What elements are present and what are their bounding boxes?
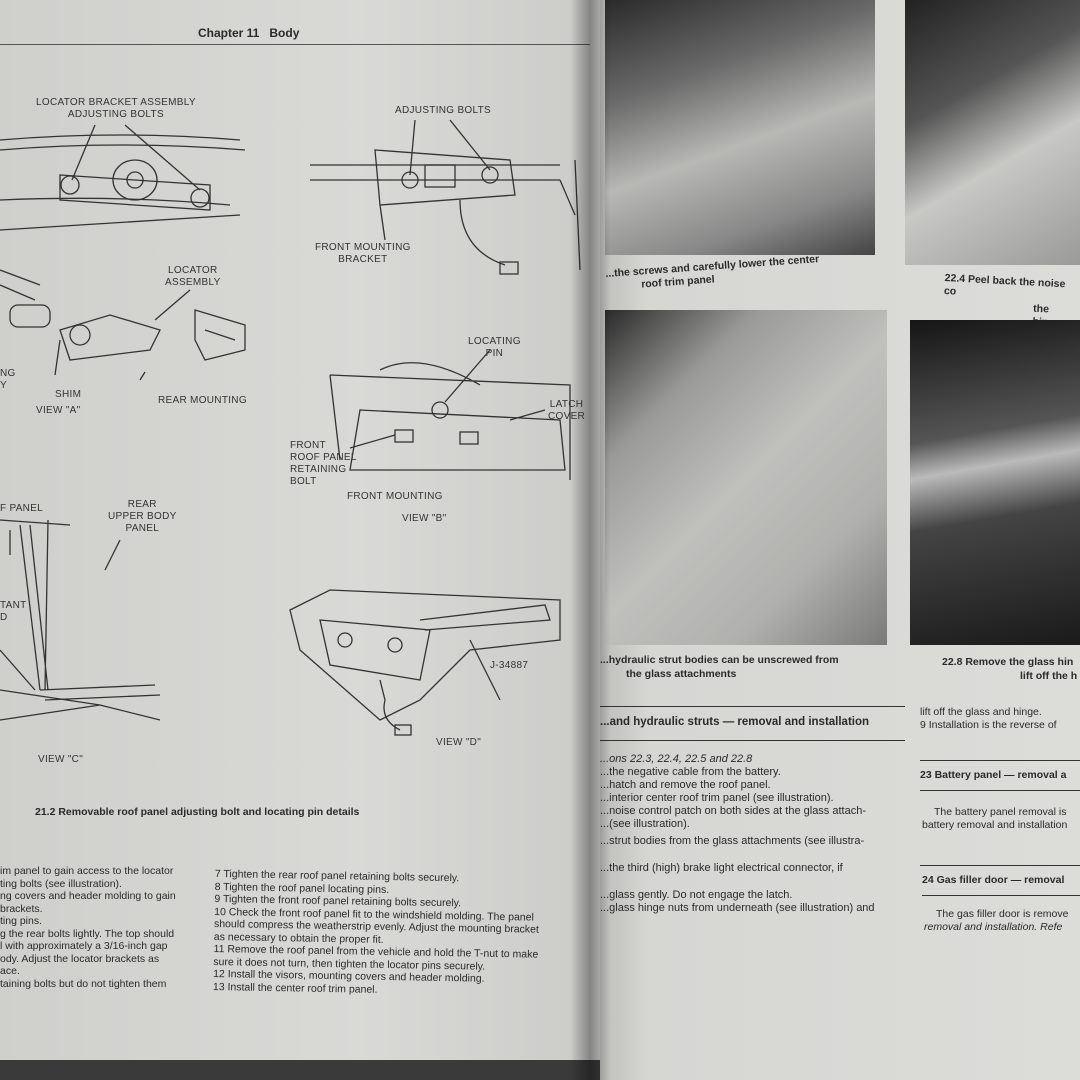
text-line: 9 Installation is the reverse of [920,718,1057,731]
label-rear-mounting: REAR MOUNTING [158,395,247,406]
label-rear-upper-body-panel: REAR UPPER BODY PANEL [108,499,177,534]
label-front-mounting: FRONT MOUNTING [347,491,443,502]
text-line: ...glass hinge nuts from underneath (see… [600,902,875,914]
text-column-1: im panel to gain access to the locator t… [0,865,176,990]
label-adjusting-bolts: ADJUSTING BOLTS [395,105,491,116]
text-line: ...noise control patch on both sides at … [600,805,866,817]
illustration-reference: ...ons 22.3, 22.4, 22.5 and 22.8 [600,753,753,765]
photo-22-3 [605,0,875,255]
section-22-title: ...and hydraulic struts — removal and in… [600,716,870,728]
chapter-header: Chapter 11 Body [198,26,299,40]
label-view-a: VIEW "A" [36,405,81,416]
caption-line: the glass attachments [626,668,737,680]
text-column-2: 7 Tighten the rear roof panel retaining … [213,868,540,999]
text-line: ...the third (high) brake light electric… [600,862,843,874]
text-line: ting pins. [0,915,43,927]
text-line: im panel to gain access to the locator [0,865,174,877]
text-line: taining bolts but do not tighten them [0,977,167,990]
label-locator-bracket: LOCATOR BRACKET ASSEMBLY ADJUSTING BOLTS [36,97,196,120]
text-line: The gas filler door is remove [936,908,1069,920]
text-line: lift off the glass and hinge. [920,706,1042,718]
section-22-body: ...ons 22.3, 22.4, 22.5 and 22.8 ...the … [600,753,875,915]
section-23-body: The battery panel removal is battery rem… [922,806,1067,831]
label-view-d: VIEW "D" [436,737,482,748]
text-line: removal and installation. Refe [924,920,1063,933]
right-page: ...the screws and carefully lower the ce… [600,0,1080,1080]
text-line: brackets. [0,902,43,915]
label-shim: SHIM [55,389,82,400]
label-tant: TANT D [0,600,27,623]
text-line: ng covers and header molding to gain [0,890,176,902]
section-24-body: The gas filler door is remove removal an… [924,908,1068,933]
section-23-title: 23 Battery panel — removal a [920,769,1067,781]
text-line: ...interior center roof trim panel (see … [600,792,834,804]
caption-22-8: 22.8 Remove the glass hin lift off the h [942,655,1077,683]
label-f-panel: F PANEL [0,503,44,514]
caption-line: lift off the h [1020,670,1078,682]
photo-22-5 [605,310,887,645]
caption-line: 22.8 Remove the glass hin [942,656,1074,668]
text-line: ...the negative cable from the battery. [600,766,781,778]
text-line: ...glass gently. Do not engage the latch… [600,889,793,901]
left-page: Chapter 11 Body [0,0,600,1060]
label-locator-assembly: LOCATOR ASSEMBLY [165,265,221,288]
book-spine-shadow [570,0,610,1080]
text-line: ting bolts (see illustration). [0,877,122,890]
text-line: ody. Adjust the locator brackets as [0,952,160,965]
label-locating-pin: LOCATING PIN [468,336,521,359]
text-line: ...(see illustration). [600,818,690,830]
label-view-c: VIEW "C" [38,754,84,765]
text-line: The battery panel removal is [934,806,1067,818]
chapter-title: Body [269,26,300,40]
text-column-right: lift off the glass and hinge. 9 Installa… [920,706,1057,731]
figure-caption-21-2: 21.2 Removable roof panel adjusting bolt… [35,806,360,818]
text-line: l with approximately a 3/16-inch gap [0,940,168,952]
text-line: battery removal and installation [922,818,1068,831]
label-latch-cover: LATCH COVER [548,399,586,422]
label-ng: NG Y [0,368,16,391]
label-view-b: VIEW "B" [402,513,447,524]
label-j34887: J-34887 [490,660,529,671]
text-line: ace. [0,965,20,977]
label-front-mounting-bracket: FRONT MOUNTING BRACKET [315,242,411,265]
label-front-roof-bolt: FRONT ROOF PANEL RETAINING BOLT [290,440,357,487]
photo-22-8 [910,320,1080,645]
section-24-title: 24 Gas filler door — removal [922,874,1065,886]
text-line: ...strut bodies from the glass attachmen… [600,835,865,847]
photo-22-4 [905,0,1080,265]
text-line: ...hatch and remove the roof panel. [600,779,771,791]
caption-22-3: ...the screws and carefully lower the ce… [605,253,820,294]
chapter-number: Chapter 11 [198,26,260,40]
roof-panel-diagrams [0,119,581,736]
text-line: g the rear bolts lightly. The top should [0,927,175,940]
caption-22-5: ...hydraulic strut bodies can be unscrew… [600,653,839,681]
caption-line: ...hydraulic strut bodies can be unscrew… [600,654,839,666]
